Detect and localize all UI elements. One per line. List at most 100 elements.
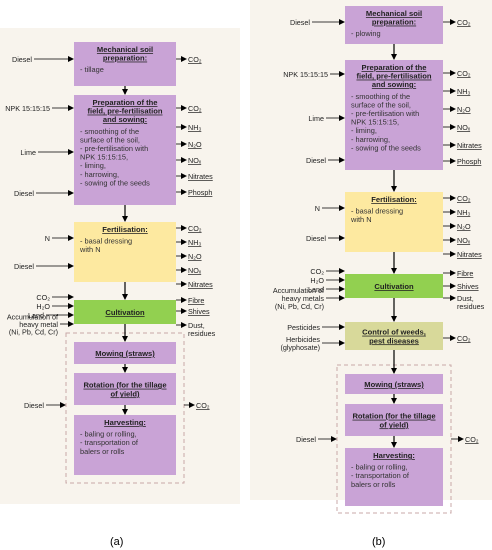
input-label-h-o: H₂O: [36, 302, 50, 311]
box-body-text: NPK 15:15:15,: [351, 118, 399, 127]
box-body-text: balers or rolls: [351, 480, 396, 489]
output-label-no: NOₓ: [457, 236, 471, 245]
box-rect: [345, 322, 443, 350]
box-rect: [74, 42, 176, 86]
output-label-n-o: N₂O: [457, 105, 471, 114]
box-rect: [74, 95, 176, 205]
process-box-b-cult: Cultivation: [345, 274, 443, 298]
output-label-nitrates: Nitrates: [457, 141, 482, 150]
box-title: and sowing:: [372, 80, 416, 89]
box-title: Rotation (for the tillage: [83, 381, 166, 390]
box-body-text: - tillage: [80, 65, 104, 74]
output-label-phosph: Phosph: [188, 188, 212, 197]
box-rect: [345, 404, 443, 436]
input-label-diesel: Diesel: [306, 234, 326, 243]
process-box-b-weed: Control of weeds,pest diseases: [345, 322, 443, 350]
input-label-land: Land: [308, 285, 324, 294]
input-label-land: Land: [28, 311, 44, 320]
input-label-pesticides: Pesticides: [287, 323, 320, 332]
input-label-ni-pb-cd-cr: (Ni, Pb, Cd, Cr): [275, 302, 324, 311]
input-label-lime: Lime: [308, 114, 324, 123]
box-rect: [74, 342, 176, 364]
box-title: Fertilisation:: [102, 225, 148, 234]
output-label-nitrates: Nitrates: [188, 280, 213, 289]
box-body-text: with N: [350, 215, 372, 224]
box-title: field, pre-fertilisation: [87, 107, 162, 116]
input-label-h-o: H₂O: [310, 276, 324, 285]
box-body-text: - basal dressing: [351, 207, 403, 216]
box-body-text: - smoothing of the: [351, 92, 410, 101]
output-label-phosph: Phosph: [457, 157, 481, 166]
box-rect: [345, 60, 443, 170]
input-label-diesel: Diesel: [14, 262, 34, 271]
input-label-accumulation-of: Accumulation of: [7, 313, 58, 322]
box-rect: [345, 274, 443, 298]
panel-caption: (b): [372, 536, 385, 548]
box-title: Mechanical soil: [97, 45, 153, 54]
box-body-text: - transportation of: [80, 438, 139, 447]
box-rect: [74, 373, 176, 405]
output-label-co: CO₂: [188, 104, 202, 113]
box-title: Preparation of the: [362, 63, 427, 72]
output-label-residues: residues: [457, 302, 485, 311]
process-box-a-cult: Cultivation: [74, 300, 176, 324]
output-label-nh: NH₃: [188, 238, 201, 247]
box-title: of yield): [110, 389, 140, 398]
output-label-shives: Shives: [188, 307, 210, 316]
box-body-text: - liming,: [351, 126, 377, 135]
output-label-dust: Dust,: [188, 321, 205, 330]
box-title: of yield): [379, 420, 409, 429]
box-rect: [345, 448, 443, 506]
box-body-text: - sowing of the seeds: [351, 143, 421, 152]
input-label-n: N: [315, 204, 320, 213]
output-label-fibre: Fibre: [457, 269, 473, 278]
box-title: Harvesting:: [104, 418, 146, 427]
box-body-text: - basal dressing: [80, 237, 132, 246]
output-label-no: NOₓ: [188, 266, 202, 275]
box-rect: [345, 6, 443, 44]
box-body-text: - baling or rolling,: [351, 463, 408, 472]
output-label-nh: NH₃: [457, 208, 470, 217]
output-label-co: CO₂: [457, 334, 471, 343]
input-label-heavy-metal: heavy metal: [19, 320, 58, 329]
box-body-text: - baling or rolling,: [80, 430, 137, 439]
box-title: field, pre-fertilisation: [356, 72, 431, 81]
box-body-text: - sowing of the seeds: [80, 178, 150, 187]
output-label-co: CO₂: [196, 401, 210, 410]
input-label-co: CO₂: [310, 267, 324, 276]
box-title: and sowing:: [103, 115, 147, 124]
input-label-n: N: [45, 234, 50, 243]
box-body-text: - harrowing,: [80, 170, 119, 179]
input-label-co: CO₂: [36, 293, 50, 302]
output-label-residues: residues: [188, 329, 216, 338]
box-title: Preparation of the: [93, 98, 158, 107]
box-title: Cultivation: [374, 282, 414, 291]
input-label-diesel: Diesel: [290, 18, 310, 27]
box-body-text: - transportation of: [351, 471, 410, 480]
input-label-npk-15-15-15: NPK 15:15:15: [5, 104, 50, 113]
box-rect: [345, 374, 443, 394]
input-label-herbicides: Herbicides: [286, 335, 320, 344]
box-title: Mechanical soil: [366, 9, 422, 18]
input-label-diesel: Diesel: [14, 189, 34, 198]
box-body-text: balers or rolls: [80, 447, 125, 456]
box-rect: [345, 192, 443, 252]
box-body-text: - plowing: [351, 29, 381, 38]
process-box-b-mow: Mowing (straws): [345, 374, 443, 394]
box-rect: [74, 222, 176, 282]
box-title: preparation:: [372, 18, 416, 27]
output-label-no: NOₓ: [457, 123, 471, 132]
output-label-nitrates: Nitrates: [457, 250, 482, 259]
panel-caption: (a): [110, 536, 123, 548]
input-label-lime: Lime: [20, 148, 36, 157]
input-label-heavy-metals: heavy metals: [282, 294, 325, 303]
output-label-nitrates: Nitrates: [188, 172, 213, 181]
output-label-shives: Shives: [457, 282, 479, 291]
